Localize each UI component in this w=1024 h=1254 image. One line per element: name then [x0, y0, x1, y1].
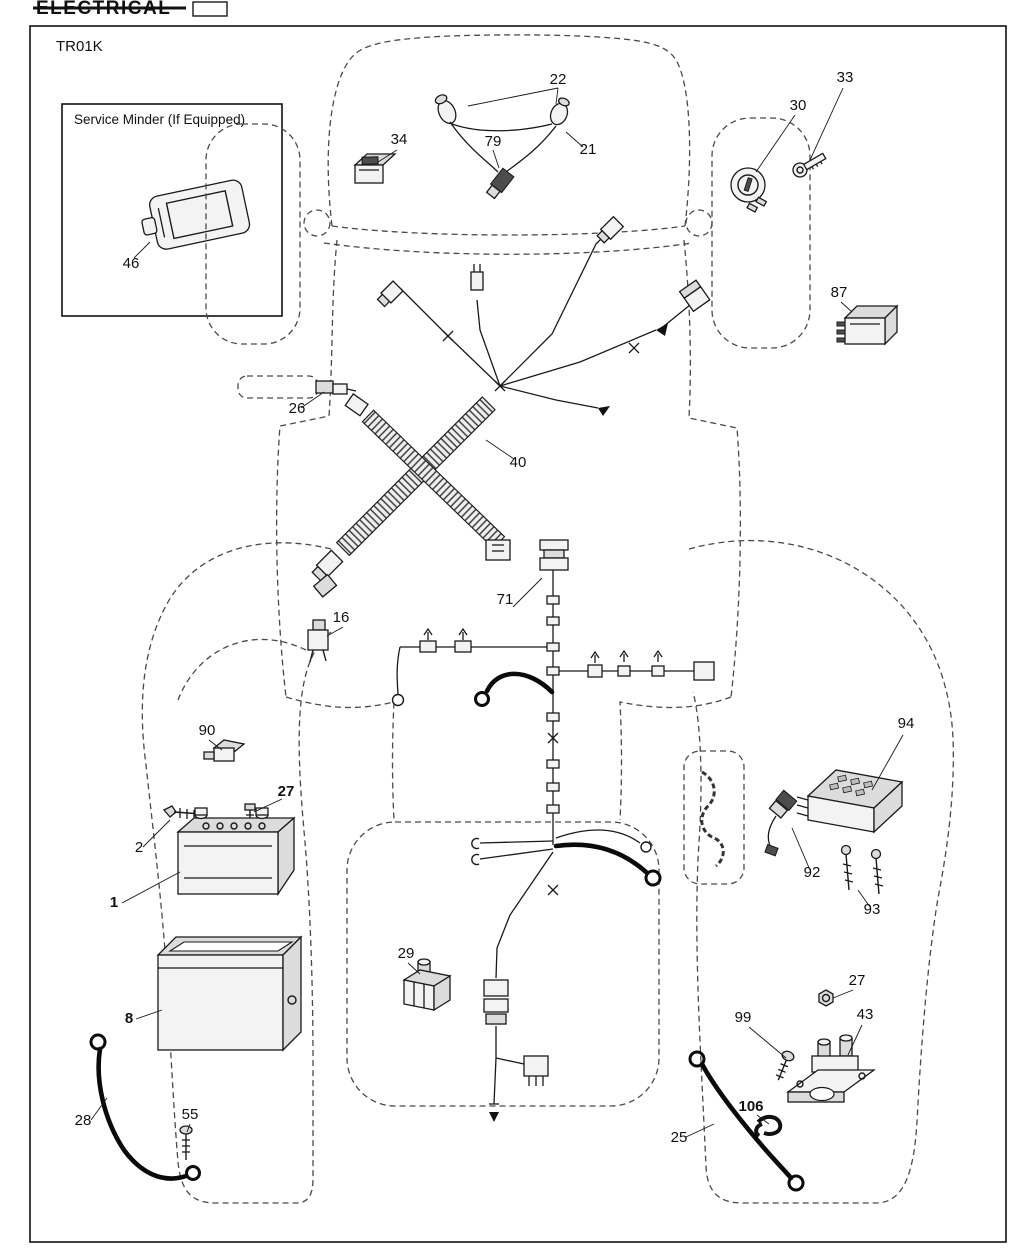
page-header: ELECTRICAL — [33, 0, 228, 19]
callout-25: 25 — [671, 1129, 688, 1146]
callout-94: 94 — [898, 715, 915, 732]
headlight-harness — [434, 94, 570, 200]
battery-box-8 — [156, 935, 303, 1052]
callout-46: 46 — [123, 255, 140, 272]
callout-28: 28 — [75, 1112, 92, 1129]
bolt-99 — [775, 1050, 795, 1081]
harness-plug-a — [376, 280, 404, 308]
ignition-switch-30 — [730, 167, 768, 213]
callout-90: 90 — [199, 722, 216, 739]
screws-93 — [840, 844, 884, 895]
relay-87 — [836, 304, 899, 346]
leader-lines — [90, 87, 904, 1138]
callout-40: 40 — [510, 454, 527, 471]
harness-plug-g — [344, 393, 369, 417]
bolt-55 — [179, 1125, 193, 1160]
header-checkbox-glyph — [192, 1, 228, 17]
callout-55: 55 — [182, 1106, 199, 1123]
callout-93: 93 — [864, 901, 881, 918]
callout-71: 71 — [497, 591, 514, 608]
callout-1: 1 — [110, 894, 118, 911]
service-minder-label: Service Minder (If Equipped) — [74, 112, 245, 127]
callout-26: 26 — [289, 400, 306, 417]
service-minder-display — [141, 179, 251, 250]
callout-106: 106 — [738, 1098, 763, 1115]
callout-29: 29 — [398, 945, 415, 962]
harness-plug-h — [485, 539, 511, 561]
harness-plug-b — [470, 264, 484, 291]
callout-22: 22 — [550, 71, 567, 88]
ignition-key-33 — [792, 152, 827, 178]
callout-43: 43 — [857, 1006, 874, 1023]
callouts: 22 33 30 34 79 21 46 87 26 40 16 71 90 9… — [75, 69, 915, 1146]
callout-27-solenoid: 27 — [849, 972, 866, 989]
callout-79: 79 — [485, 133, 502, 150]
diagram-border — [29, 25, 1007, 1243]
callout-8: 8 — [125, 1010, 133, 1027]
callout-92: 92 — [804, 864, 821, 881]
splice-marks — [442, 330, 640, 392]
starter-solenoid-43 — [786, 1034, 876, 1103]
callout-33: 33 — [837, 69, 854, 86]
callout-2: 2 — [135, 839, 143, 856]
dash-harness-71 — [391, 539, 715, 1122]
connector-92 — [764, 789, 798, 857]
callout-34: 34 — [391, 131, 408, 148]
callout-30: 30 — [790, 97, 807, 114]
service-minder-inset: Service Minder (If Equipped) — [61, 103, 283, 317]
harness-plug-e — [311, 549, 344, 582]
connector-90 — [203, 739, 246, 762]
battery-1 — [176, 807, 296, 897]
interlock-switch-16 — [307, 619, 329, 663]
light-switch-34 — [353, 153, 397, 184]
callout-87: 87 — [831, 284, 848, 301]
harness-plug-d — [678, 279, 711, 313]
callout-21: 21 — [580, 141, 597, 158]
main-harness-40 — [311, 215, 711, 598]
clip-106 — [754, 1115, 783, 1138]
callout-99: 99 — [735, 1009, 752, 1026]
callout-27-battery: 27 — [278, 783, 295, 800]
connector-26 — [315, 380, 357, 395]
callout-16: 16 — [333, 609, 350, 626]
inline-connectors — [546, 595, 560, 814]
headlight-connector — [485, 167, 515, 200]
tractor-body-outlines — [141, 34, 954, 1204]
harness-plug-f — [312, 573, 338, 598]
headlight-socket-left — [434, 94, 457, 125]
battery-assembly — [162, 803, 296, 897]
plunger-switch-29 — [402, 958, 452, 1012]
module-94 — [796, 769, 904, 834]
nut-27 — [818, 989, 834, 1007]
harness-plug-c — [596, 215, 625, 244]
ground-cable-28 — [89, 1033, 201, 1181]
diagram-code: TR01K — [56, 38, 103, 55]
battery-cable-25 — [688, 1050, 805, 1192]
headlight-socket-right — [549, 97, 570, 126]
